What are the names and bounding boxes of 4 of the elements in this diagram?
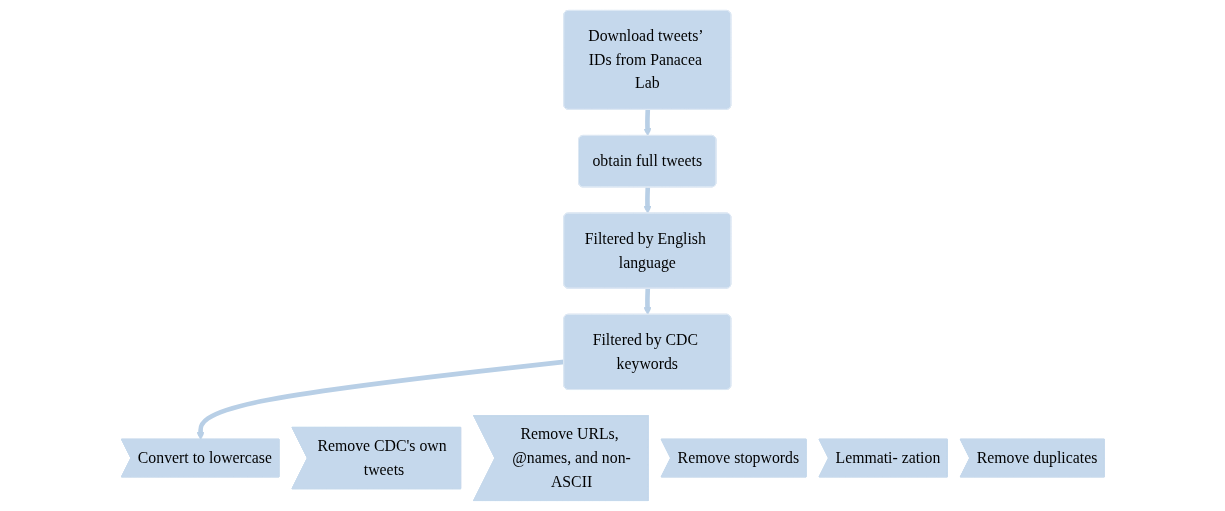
arrow xyxy=(196,359,565,441)
arrow xyxy=(643,109,652,137)
arrow xyxy=(643,288,652,316)
arrow xyxy=(643,187,652,214)
